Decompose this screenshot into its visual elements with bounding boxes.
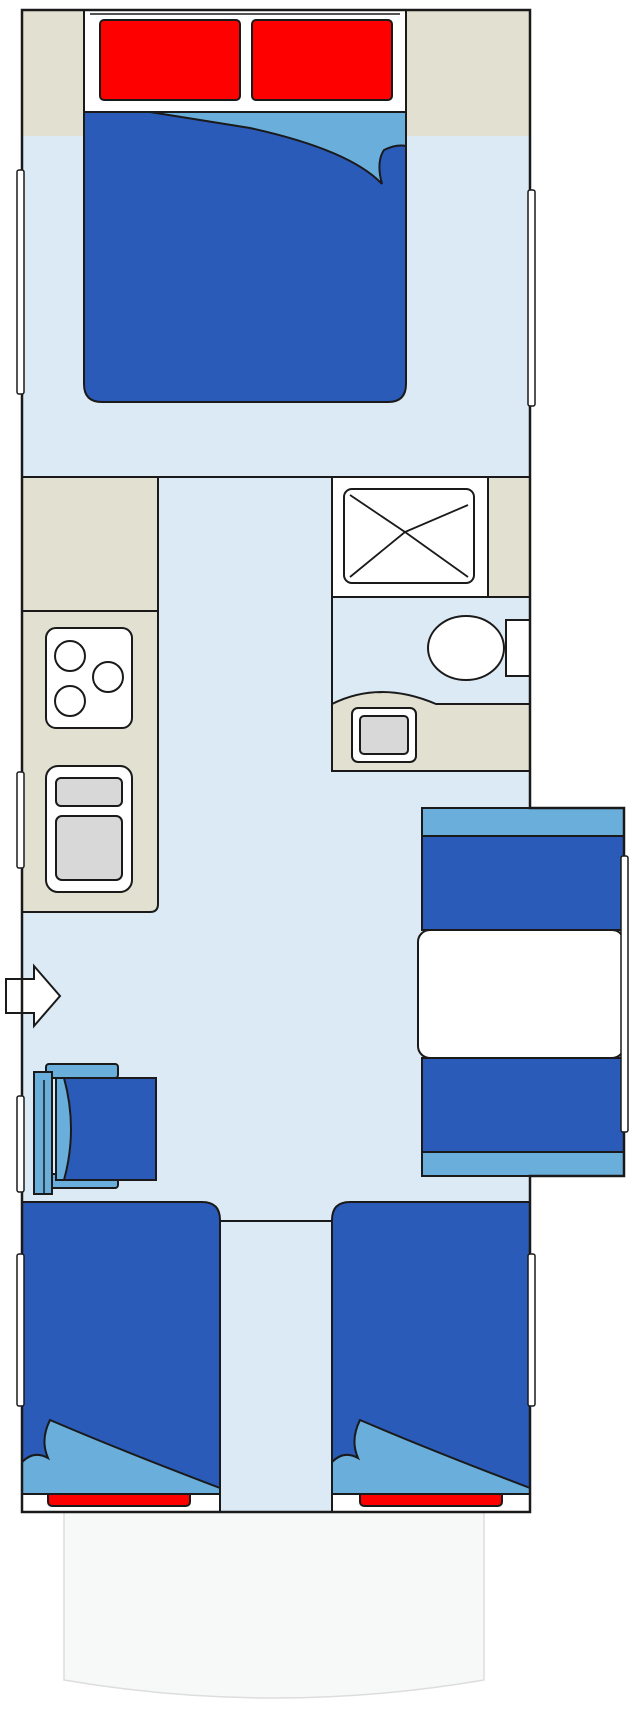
vanity-basin-bowl	[359, 715, 409, 755]
bathroom-cabinet	[487, 476, 531, 598]
kitchen	[21, 476, 159, 913]
windows	[16, 169, 629, 1407]
window-icon	[16, 169, 25, 395]
burner-3	[54, 685, 86, 717]
window-rear-right	[527, 1253, 536, 1407]
bathroom	[331, 476, 531, 772]
window-armchair	[16, 1095, 25, 1193]
dinette-bench-back-bottom	[421, 1151, 625, 1177]
pillow-left	[99, 19, 241, 101]
entry-arrow-icon	[5, 963, 62, 1029]
single-bed-icon	[21, 1201, 221, 1495]
shower-drain-line-3	[349, 531, 406, 578]
armchair-icon	[33, 1063, 157, 1195]
shower-drain-line-2	[404, 504, 469, 533]
rear-bed-right	[331, 1201, 531, 1513]
single-bed-sheet-fold-left	[21, 1418, 221, 1495]
sink-bowl	[55, 815, 123, 881]
single-bed-sheet-fold-right	[331, 1418, 531, 1495]
sink-drainer	[55, 777, 123, 807]
pillow-right	[251, 19, 393, 101]
rear-bed-left	[21, 1201, 221, 1513]
shower-drain-line-4	[404, 531, 469, 578]
armchair-cushion	[55, 1077, 72, 1181]
shower-drain-line-1	[349, 494, 406, 533]
double-bed-icon	[83, 111, 407, 403]
double-bed-sheet-fold	[149, 111, 407, 185]
front-bedroom	[22, 9, 530, 478]
dinette-seat-top	[421, 835, 625, 931]
window-front-right	[527, 189, 536, 407]
dinette-icon	[417, 807, 625, 1177]
dinette-seat-bottom	[421, 1057, 625, 1153]
bedside-cabinet-left	[22, 10, 84, 136]
bedside-cabinet-right	[406, 10, 530, 136]
burner-1	[54, 640, 86, 672]
window-kitchen	[16, 771, 25, 869]
window-rear-left	[16, 1253, 25, 1407]
burner-2	[92, 661, 124, 693]
kitchen-cabinet-upper	[21, 476, 159, 612]
toilet-cistern	[505, 619, 531, 677]
dinette-bench-back-top	[421, 807, 625, 837]
awning-area	[63, 1511, 485, 1699]
window-dinette	[620, 855, 629, 1133]
armchair-seat	[63, 1077, 157, 1181]
dinette-table	[417, 929, 625, 1059]
armchair-back	[33, 1071, 53, 1195]
armchair-arm-top	[45, 1063, 119, 1079]
toilet-icon	[427, 615, 505, 681]
